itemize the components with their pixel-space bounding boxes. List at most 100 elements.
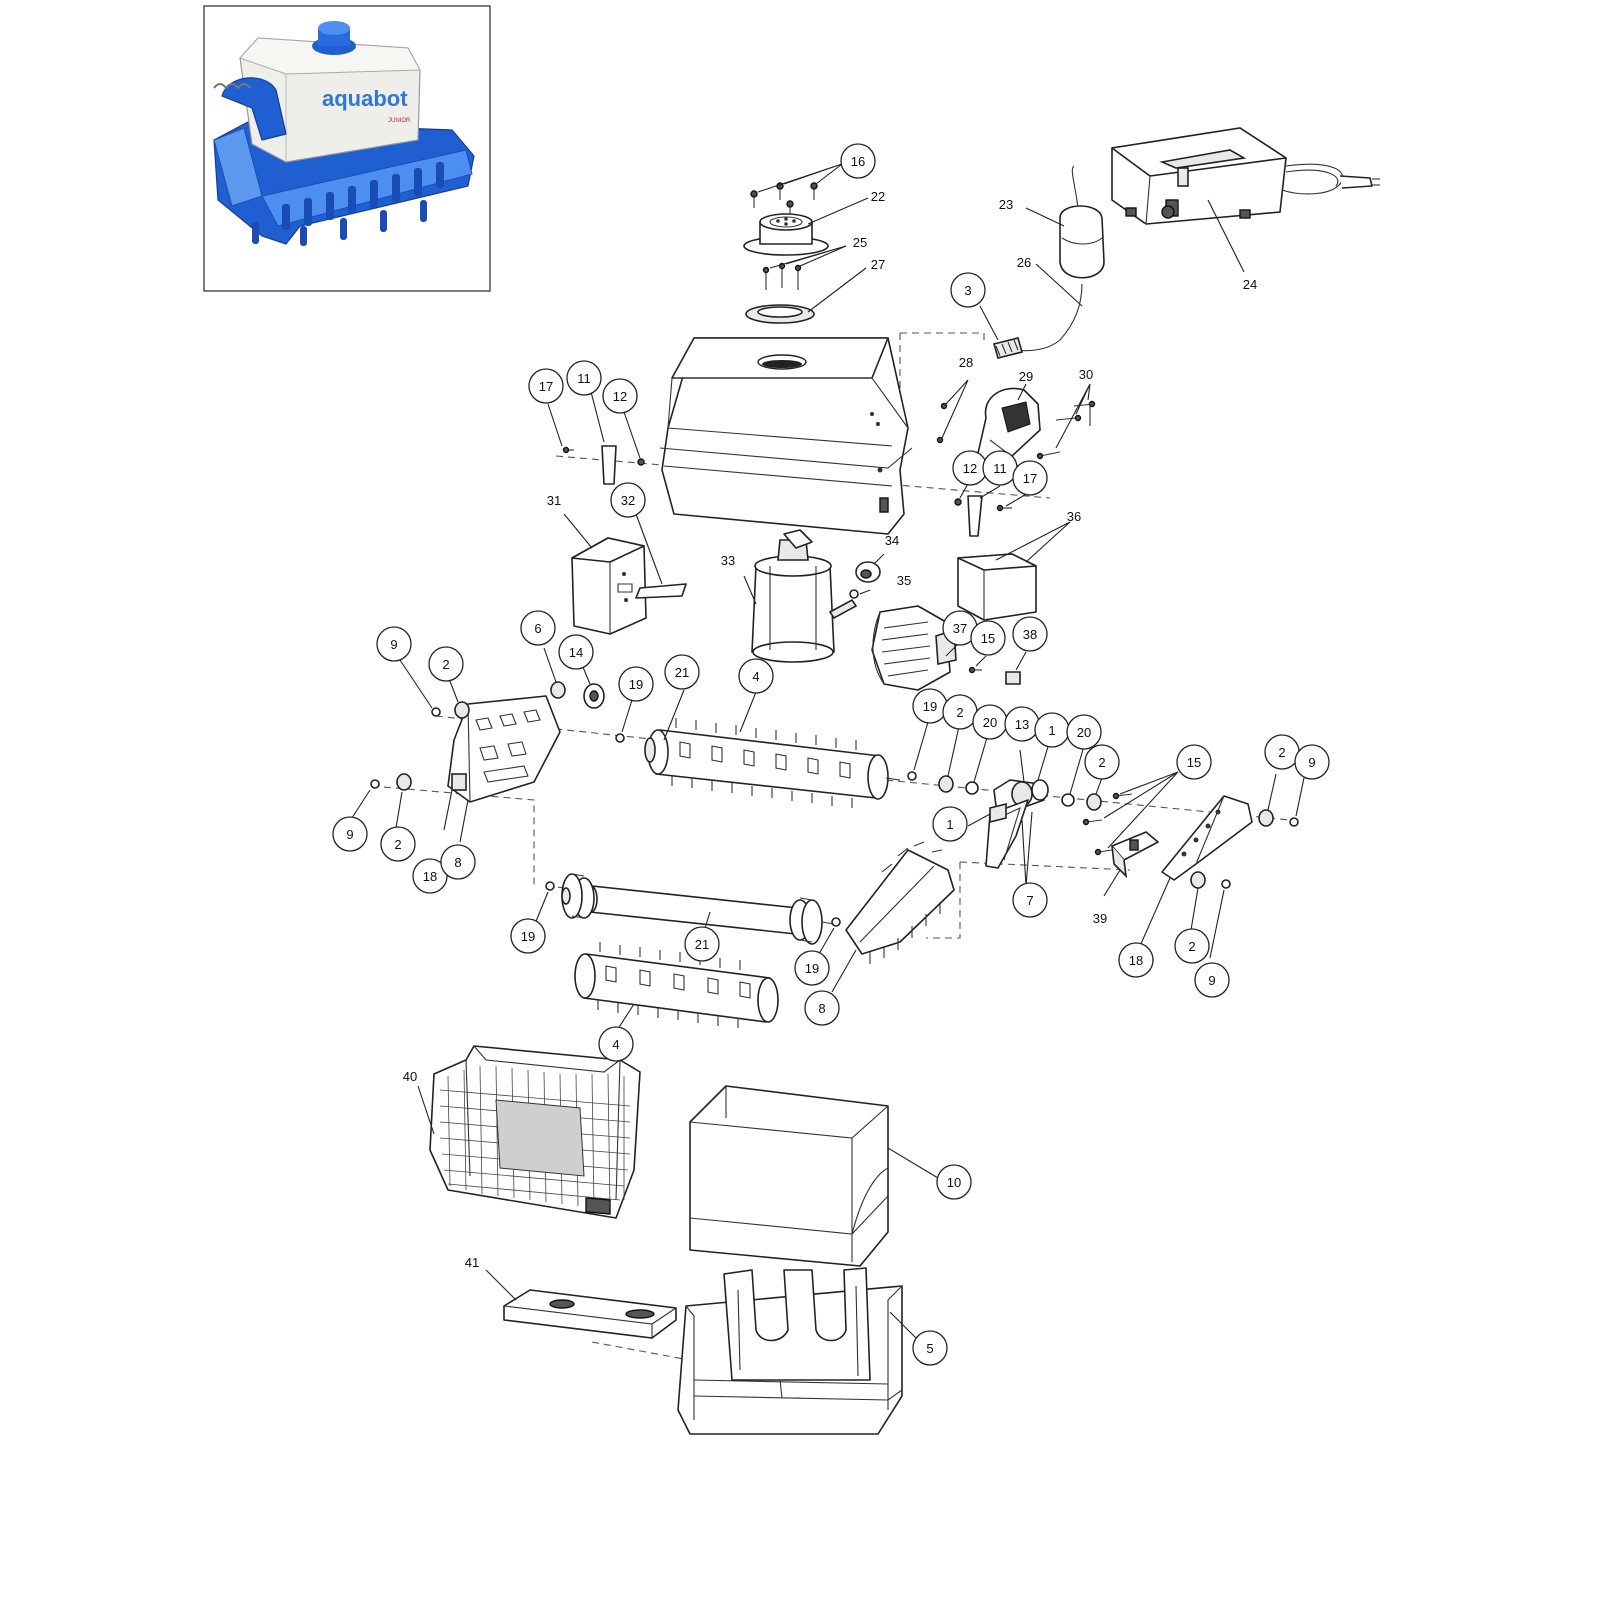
product-inset: aquabot JUNIOR xyxy=(203,5,491,292)
callout-19: 19 xyxy=(618,666,654,702)
screw-15a xyxy=(968,655,987,674)
callout-13: 13 xyxy=(1004,706,1040,742)
callout-number: 19 xyxy=(923,699,937,714)
callout-29: 29 xyxy=(1019,369,1033,384)
callout-bubble xyxy=(332,816,368,852)
callout-3: 3 xyxy=(950,272,986,308)
callout-number: 1 xyxy=(946,817,953,832)
callout-number: 2 xyxy=(956,705,963,720)
callout-bubble xyxy=(1012,882,1048,918)
callout-17: 17 xyxy=(528,368,564,404)
callout-number: 18 xyxy=(1129,953,1143,968)
right-bracket-group xyxy=(954,479,1031,537)
callout-number: 2 xyxy=(394,837,401,852)
callout-number: 6 xyxy=(534,621,541,636)
left-side-plate-8 xyxy=(443,695,561,843)
callout-number: 12 xyxy=(963,461,977,476)
control-box-31 xyxy=(563,513,647,635)
callout-7: 7 xyxy=(1012,882,1048,918)
callout-30: 30 xyxy=(1079,367,1093,382)
callout-number: 36 xyxy=(1067,509,1081,524)
callout-bubble xyxy=(618,666,654,702)
callout-28: 28 xyxy=(959,355,973,370)
callout-38: 38 xyxy=(1012,616,1048,652)
motor-33 xyxy=(743,529,858,663)
lower-axle-roller-21 xyxy=(529,873,841,967)
callout-2: 2 xyxy=(428,646,464,682)
callout-2: 2 xyxy=(1084,744,1120,780)
callout-number: 32 xyxy=(621,493,635,508)
callout-number: 19 xyxy=(521,929,535,944)
callout-number: 14 xyxy=(569,645,583,660)
callout-6: 6 xyxy=(520,610,556,646)
callout-bubble xyxy=(1012,460,1048,496)
callout-number: 33 xyxy=(721,553,735,568)
callout-number: 8 xyxy=(454,855,461,870)
callout-26: 26 xyxy=(1017,255,1031,270)
callout-number: 10 xyxy=(947,1175,961,1190)
callout-number: 9 xyxy=(346,827,353,842)
left-hardware xyxy=(351,647,633,829)
callout-number: 1 xyxy=(1048,723,1055,738)
right-drive-group xyxy=(907,721,1103,887)
callout-bubble xyxy=(528,368,564,404)
callout-number: 15 xyxy=(981,631,995,646)
callout-bubble xyxy=(602,378,638,414)
callout-number: 18 xyxy=(423,869,437,884)
callout-number: 19 xyxy=(805,961,819,976)
callout-number: 2 xyxy=(1098,755,1105,770)
callout-27: 27 xyxy=(871,257,885,272)
callout-16: 16 xyxy=(840,143,876,179)
callout-number: 3 xyxy=(964,283,971,298)
callout-number: 9 xyxy=(1308,755,1315,770)
top-grate-22 xyxy=(743,213,829,256)
callout-35: 35 xyxy=(897,573,911,588)
callout-9: 9 xyxy=(376,626,412,662)
foam-blocks-36 xyxy=(957,521,1071,621)
callout-bubble xyxy=(610,482,646,518)
main-housing xyxy=(659,337,913,535)
bottom-cover-10 xyxy=(689,1085,939,1267)
callout-number: 12 xyxy=(613,389,627,404)
callout-11: 11 xyxy=(982,450,1018,486)
base-frame-5 xyxy=(677,1267,925,1435)
callout-bubble xyxy=(1118,942,1154,978)
callout-19: 19 xyxy=(794,950,830,986)
callout-2: 2 xyxy=(1174,928,1210,964)
callout-bubble xyxy=(428,646,464,682)
callout-number: 21 xyxy=(695,937,709,952)
callout-31: 31 xyxy=(547,493,561,508)
callout-number: 25 xyxy=(853,235,867,250)
callout-number: 41 xyxy=(465,1255,479,1270)
callout-number: 19 xyxy=(629,677,643,692)
clip-32 xyxy=(635,513,687,599)
callout-number: 4 xyxy=(752,669,759,684)
filter-basket-40 xyxy=(417,1045,641,1219)
callout-24: 24 xyxy=(1243,277,1257,292)
callout-bubble xyxy=(376,626,412,662)
callout-number: 21 xyxy=(675,665,689,680)
callout-36: 36 xyxy=(1067,509,1081,524)
callout-number: 5 xyxy=(926,1341,933,1356)
right-plate-hardware xyxy=(1082,771,1305,959)
callout-number: 2 xyxy=(442,657,449,672)
callout-number: 9 xyxy=(390,637,397,652)
bracket-plate-41 xyxy=(485,1269,677,1339)
callout-number: 20 xyxy=(983,715,997,730)
power-supply-24 xyxy=(1111,127,1380,273)
callout-20: 20 xyxy=(1066,714,1102,750)
callout-number: 40 xyxy=(403,1069,417,1084)
callout-5: 5 xyxy=(912,1330,948,1366)
callout-2: 2 xyxy=(942,694,978,730)
screws-15b xyxy=(1082,792,1133,856)
callout-bubble xyxy=(1174,928,1210,964)
callout-40: 40 xyxy=(403,1069,417,1084)
washer-35 xyxy=(849,589,871,599)
callout-34: 34 xyxy=(885,533,899,548)
callout-2: 2 xyxy=(380,826,416,862)
callout-bubble xyxy=(1012,616,1048,652)
callout-number: 7 xyxy=(1026,893,1033,908)
callout-1: 1 xyxy=(932,806,968,842)
callout-33: 33 xyxy=(721,553,735,568)
